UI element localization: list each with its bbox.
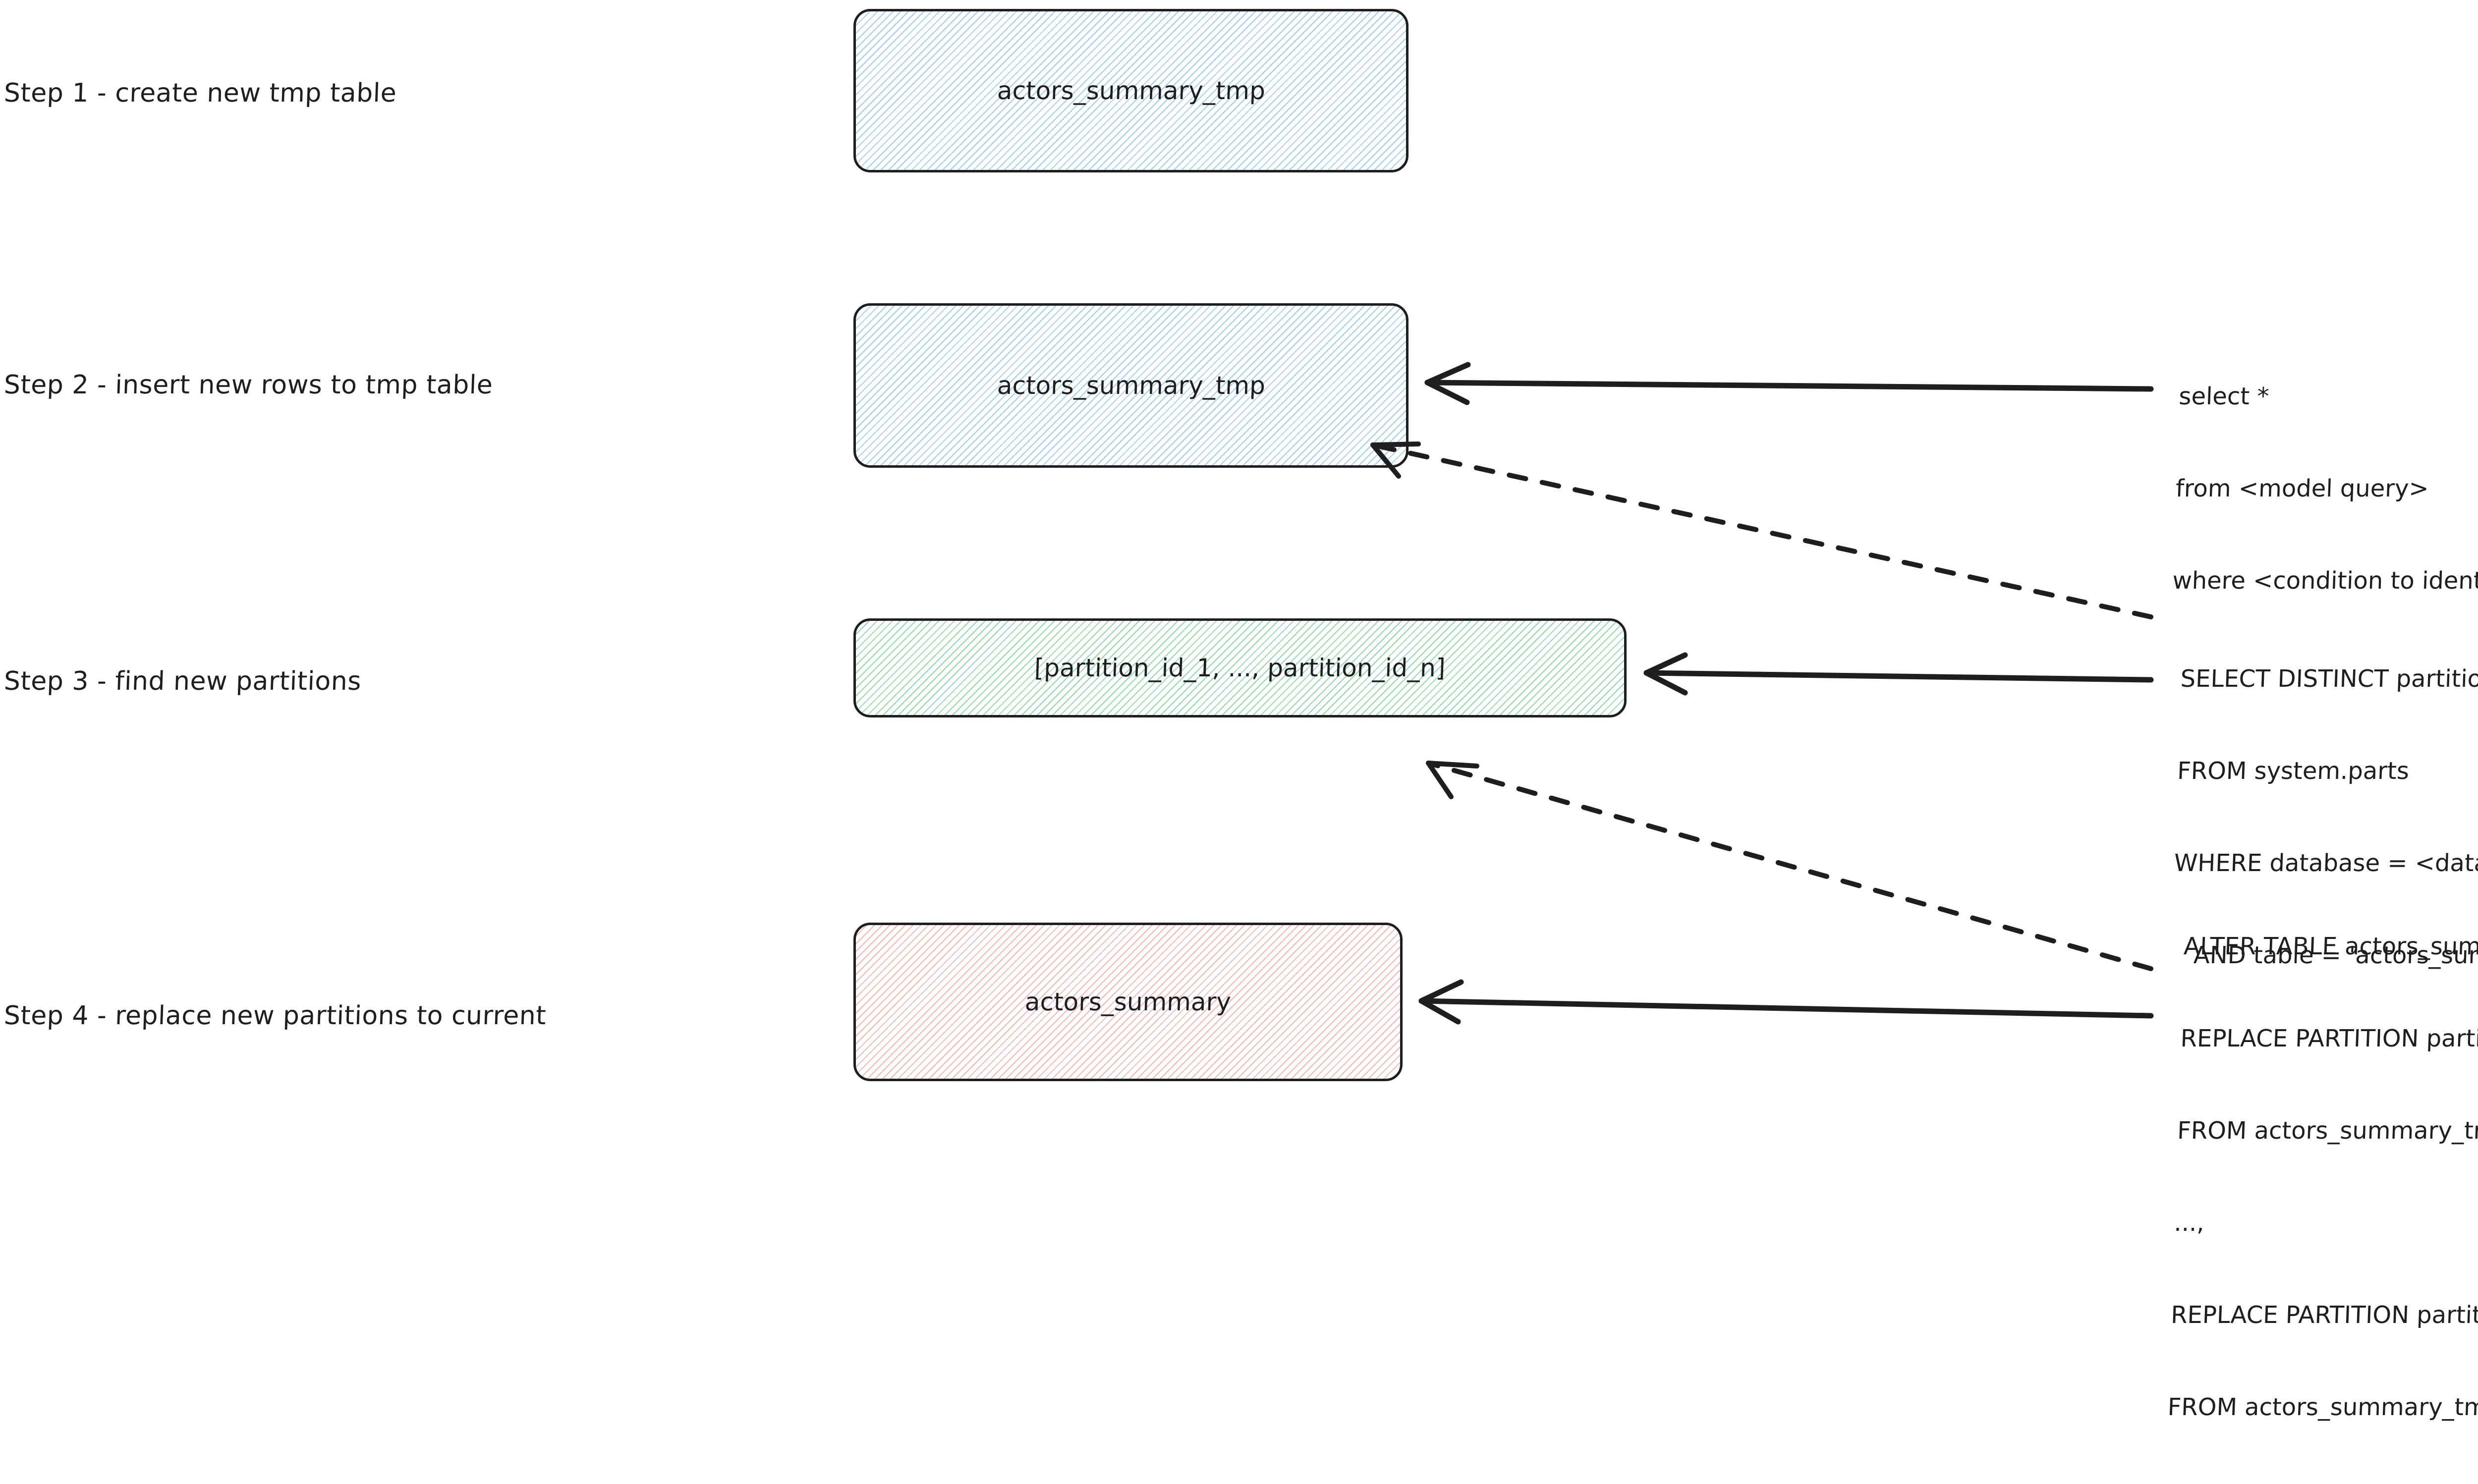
code-line: where <condition to identify new>: [2172, 567, 2478, 595]
code-line: ALTER TABLE actors_summary: [2183, 933, 2478, 960]
arrow-find-partitions-to-tmp-table: [1370, 441, 2153, 619]
code-line: FROM actors_summary_tmp,: [2167, 1393, 2478, 1421]
node-tmp-table-step1[interactable]: actors_summary_tmp: [853, 9, 1408, 172]
step-label-2: Step 2 - insert new rows to tmp table: [3, 370, 494, 400]
arrow-replace-query-to-target: [1418, 979, 2154, 1025]
node-label: actors_summary: [1024, 988, 1232, 1016]
arrow-find-partitions-to-list: [1643, 652, 2154, 696]
code-line: SELECT DISTINCT partition_id: [2180, 665, 2478, 693]
code-line: select *: [2178, 383, 2270, 410]
arrow-replace-query-to-list: [1426, 761, 2153, 971]
arrow-insert-query-to-tmp-table: [1424, 362, 2154, 405]
code-line: REPLACE PARTITION partition_id_n: [2170, 1301, 2478, 1329]
code-line: FROM actors_summary_tmp,: [2177, 1117, 2478, 1145]
code-line: ...,: [2173, 1209, 2205, 1237]
diagram-canvas: Step 1 - create new tmp table Step 2 - i…: [3, 9, 2478, 1421]
code-line: from <model query>: [2175, 475, 2429, 502]
step-label-4: Step 4 - replace new partitions to curre…: [3, 1001, 547, 1031]
node-tmp-table-step2[interactable]: actors_summary_tmp: [853, 303, 1408, 468]
node-partitions-list[interactable]: [partition_id_1, ..., partition_id_n]: [853, 618, 1627, 717]
node-label: actors_summary_tmp: [996, 76, 1266, 105]
node-label: actors_summary_tmp: [996, 371, 1266, 400]
step-label-3: Step 3 - find new partitions: [3, 666, 362, 696]
node-target-table[interactable]: actors_summary: [853, 923, 1403, 1081]
code-line: REPLACE PARTITION partition_id_1: [2180, 1025, 2478, 1052]
node-label: [partition_id_1, ..., partition_id_n]: [1034, 654, 1446, 682]
replace-partitions-query: ALTER TABLE actors_summary REPLACE PARTI…: [2165, 870, 2478, 1484]
step-label-1: Step 1 - create new tmp table: [3, 78, 397, 108]
code-line: FROM system.parts: [2177, 757, 2410, 785]
